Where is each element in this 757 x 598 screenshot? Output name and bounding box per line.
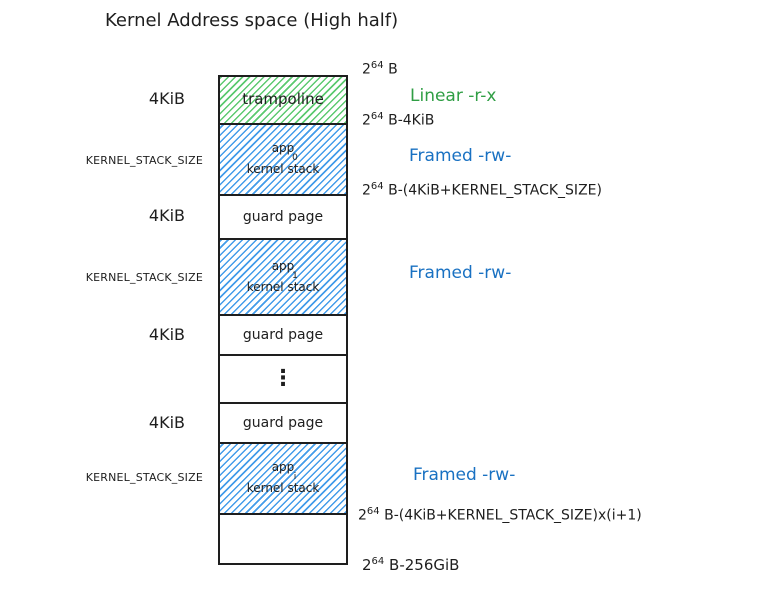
remaining-space-block — [218, 513, 348, 565]
permission-stacki: Framed -rw- — [413, 465, 516, 485]
appi-kernel-stack-label: kernel stack — [246, 481, 320, 495]
size-label-stack0: KERNEL_STACK_SIZE — [85, 154, 203, 167]
size-label-stack1: KERNEL_STACK_SIZE — [85, 271, 203, 284]
guard-page-block-0: guard page — [218, 194, 348, 240]
app1-kernel-stack-label: kernel stack — [246, 279, 320, 294]
app1-app-label: app — [271, 258, 295, 273]
permission-trampoline: Linear -r-x — [410, 86, 497, 106]
size-label-trampoline: 4KiB — [148, 89, 185, 108]
address-bottom: 264 B-256GiB — [362, 556, 460, 574]
app1-index-label: 1 — [292, 270, 298, 281]
app0-kernel-stack-block: app 0 kernel stack — [218, 123, 348, 196]
trampoline-block: trampoline — [218, 75, 348, 125]
address-appi-bottom: 264 B-(4KiB+KERNEL_STACK_SIZE)x(i+1) — [358, 506, 642, 524]
appi-index-label: i — [293, 472, 297, 482]
app0-index-label: 0 — [292, 153, 298, 163]
diagram-title: Kernel Address space (High half) — [105, 10, 399, 31]
guard-page-1-label: guard page — [242, 326, 324, 343]
guard-page-block-2: guard page — [218, 402, 348, 444]
size-label-guard0: 4KiB — [148, 206, 185, 225]
ellipsis-block: ⋮ — [218, 354, 348, 404]
appi-kernel-stack-block: app i kernel stack — [218, 442, 348, 515]
guard-page-2-label: guard page — [242, 414, 324, 431]
permission-stack0: Framed -rw- — [409, 146, 512, 166]
app1-kernel-stack-block: app 1 kernel stack — [218, 238, 348, 316]
address-top: 264 B — [362, 60, 398, 78]
ellipsis-dots: ⋮ — [272, 366, 294, 392]
size-label-guard2: 4KiB — [148, 413, 185, 432]
appi-app-label: app — [271, 460, 295, 475]
guard-page-0-label: guard page — [242, 208, 324, 225]
trampoline-label: trampoline — [242, 90, 324, 109]
size-label-stacki: KERNEL_STACK_SIZE — [85, 471, 203, 484]
permission-stack1: Framed -rw- — [409, 263, 512, 283]
address-app0-bottom: 264 B-(4KiB+KERNEL_STACK_SIZE) — [362, 181, 602, 199]
address-minus-4k: 264 B-4KiB — [362, 111, 435, 129]
size-label-guard1: 4KiB — [148, 325, 185, 344]
app0-kernel-stack-label: kernel stack — [246, 162, 320, 176]
guard-page-block-1: guard page — [218, 314, 348, 356]
app0-app-label: app — [271, 141, 295, 156]
